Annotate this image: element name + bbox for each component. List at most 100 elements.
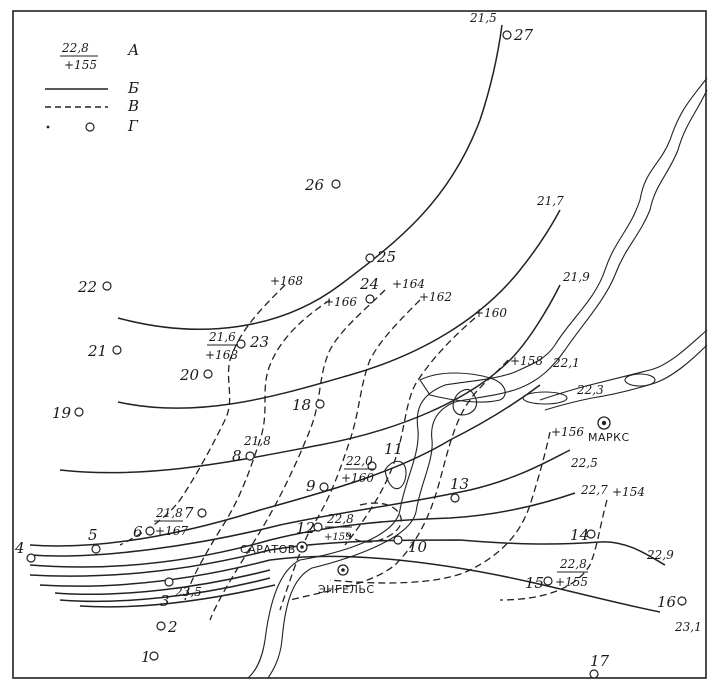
well-13: 13	[450, 475, 469, 503]
fraction-6: 21,8 +167	[154, 506, 188, 538]
well-25: 25	[365, 248, 396, 266]
legend-key-b: Б	[127, 79, 139, 97]
legend-key-a: А	[127, 41, 139, 59]
well-6: 6	[133, 523, 155, 541]
well-9: 9	[306, 477, 329, 495]
svg-text:24: 24	[359, 275, 379, 293]
svg-text:2: 2	[167, 618, 178, 636]
dashed-label-154: +154	[612, 485, 645, 499]
solid-label-23-1: 23,1	[674, 620, 702, 634]
svg-text:21,6: 21,6	[208, 330, 236, 344]
well-15: 15	[525, 574, 553, 592]
well-26: 26	[304, 176, 341, 194]
dashed-isolines	[119, 284, 608, 621]
svg-text:+168: +168	[205, 348, 238, 362]
solid-isoline-labels: 21,5 21,7 21,9 22,1 22,3 22,5 22,7 22,9 …	[174, 11, 702, 634]
legend-fraction-top: 22,8	[61, 41, 89, 55]
svg-text:13: 13	[450, 475, 469, 493]
svg-text:21,8: 21,8	[155, 506, 183, 520]
svg-text:16: 16	[657, 593, 677, 611]
well-24: 24	[359, 275, 379, 304]
svg-text:4: 4	[14, 539, 25, 557]
svg-text:19: 19	[52, 404, 72, 422]
wells: 1 2 3 4 5 6 7 8 9 10 11 12 13 14 15 16 1…	[14, 26, 687, 679]
well-27: 27	[502, 26, 534, 44]
svg-text:7: 7	[184, 504, 194, 522]
well-17: 17	[589, 652, 610, 679]
svg-text:11: 11	[384, 440, 403, 458]
map-frame	[12, 10, 707, 679]
engels-label: ЭНГЕЛЬС	[318, 583, 375, 596]
city-saratov: САРАТОВ	[240, 541, 308, 556]
svg-text:25: 25	[376, 248, 396, 266]
dashed-label-160: +160	[474, 306, 507, 320]
svg-text:22,8: 22,8	[559, 557, 587, 571]
well-10: 10	[393, 535, 428, 556]
well-12: 12	[296, 519, 323, 537]
well-2: 2	[156, 618, 178, 636]
legend-key-g: Г	[127, 117, 139, 135]
fraction-23: 21,6 +168	[205, 330, 238, 362]
dashed-label-158: +158	[510, 354, 543, 368]
svg-text:5: 5	[88, 526, 98, 544]
well-3: 3	[160, 577, 174, 610]
dashed-label-164: +164	[392, 277, 425, 291]
solid-label-22-9: 22,9	[646, 548, 674, 562]
svg-text:15: 15	[525, 574, 544, 592]
well-1: 1	[141, 648, 159, 666]
fraction-11: 22,0 +160	[341, 454, 374, 485]
well-19: 19	[52, 404, 84, 422]
well-4: 4	[14, 539, 36, 563]
solid-label-21-7: 21,7	[536, 194, 564, 208]
dashed-label-156: +156	[551, 425, 584, 439]
dashed-label-162: +162	[419, 290, 452, 304]
well-23: 23	[236, 333, 269, 351]
legend-fraction-bottom: +155	[64, 58, 97, 72]
city-marks: МАРКС	[588, 416, 630, 444]
svg-text:+167: +167	[155, 524, 188, 538]
svg-text:3: 3	[160, 592, 170, 610]
fraction-15: 22,8 +155	[555, 557, 588, 589]
saratov-label: САРАТОВ	[240, 543, 296, 556]
svg-text:23: 23	[249, 333, 269, 351]
dashed-isoline-labels: +168 +166 +164 +162 +160 +158 +156 +154	[270, 274, 645, 499]
solid-label-23-5: 23,5	[174, 585, 202, 599]
well-16: 16	[657, 593, 687, 611]
city-engels: ЭНГЕЛЬС	[318, 564, 375, 596]
well-fractions: 21,6 +168 21,8 21,8 +167 22,0 +160 22,8 …	[154, 330, 588, 589]
solid-label-22-5: 22,5	[570, 456, 598, 470]
svg-text:+159: +159	[324, 532, 352, 543]
solid-label-22-3: 22,3	[576, 383, 604, 397]
fraction-12: 22,8 +159	[324, 512, 354, 543]
well-5: 5	[88, 526, 101, 554]
well-7: 7	[184, 504, 207, 522]
svg-text:12: 12	[296, 519, 315, 537]
svg-text:21: 21	[87, 342, 107, 360]
svg-text:22: 22	[77, 278, 97, 296]
well-18: 18	[292, 396, 325, 414]
solid-label-22-1: 22,1	[552, 356, 580, 370]
volga-river	[247, 77, 708, 679]
solid-label-21-5: 21,5	[469, 11, 497, 25]
solid-label-21-9: 21,9	[562, 270, 590, 284]
svg-text:26: 26	[304, 176, 325, 194]
well-21: 21	[87, 342, 122, 360]
dashed-label-168: +168	[270, 274, 303, 288]
svg-text:20: 20	[179, 366, 200, 384]
svg-text:14: 14	[570, 526, 589, 544]
svg-text:10: 10	[408, 538, 428, 556]
marks-label: МАРКС	[588, 431, 630, 444]
legend-key-v: В	[127, 97, 139, 115]
legend: 22,8 +155 А Б В Г	[45, 41, 139, 135]
svg-text:1: 1	[141, 648, 151, 666]
fraction-8: 21,8	[243, 434, 271, 448]
well-11: 11	[367, 440, 403, 471]
svg-text:9: 9	[306, 477, 316, 495]
svg-text:+160: +160	[341, 471, 374, 485]
svg-text:8: 8	[232, 447, 242, 465]
solid-label-22-7: 22,7	[580, 483, 608, 497]
well-14: 14	[570, 526, 596, 544]
well-20: 20	[179, 366, 213, 384]
svg-text:17: 17	[590, 652, 610, 670]
legend-well-circle	[85, 122, 95, 132]
